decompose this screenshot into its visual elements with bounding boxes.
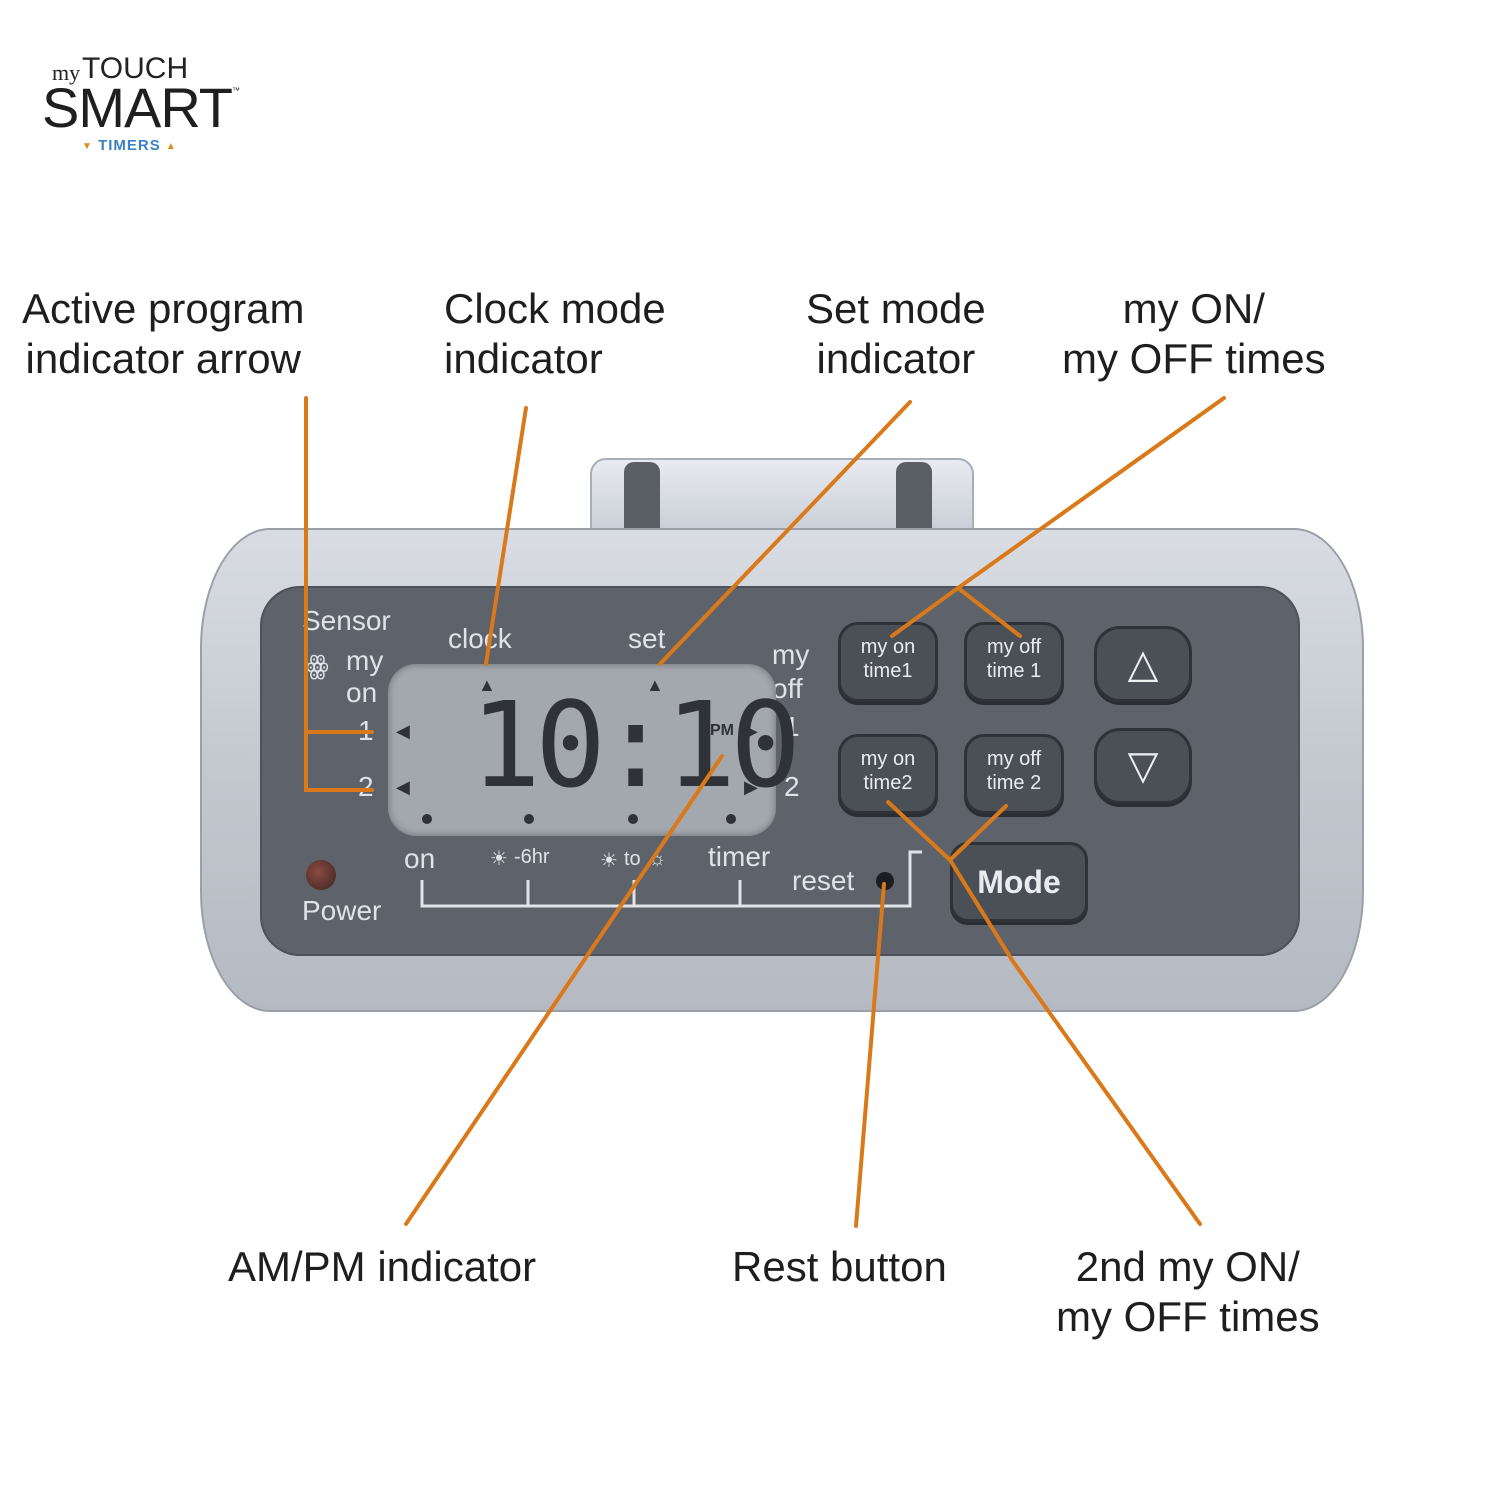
line-second-on-off <box>886 800 1202 1226</box>
mode-timer-label: timer <box>708 841 771 872</box>
hinge-right <box>896 462 932 540</box>
callout-clock-mode: Clock mode indicator <box>444 284 666 384</box>
down-button[interactable]: ▽ <box>1094 728 1192 804</box>
my-on-label-my: my <box>346 645 384 676</box>
power-label: Power <box>302 895 382 926</box>
callout-second-on-off-line2: my OFF times <box>1056 1293 1320 1340</box>
reset-label: reset <box>792 865 855 896</box>
line-my-on-off <box>890 396 1226 638</box>
lcd-dot-on <box>422 814 432 824</box>
power-led <box>306 860 336 890</box>
clock-indicator-icon: ▲ <box>478 675 496 695</box>
callout-am-pm-line1: AM/PM indicator <box>228 1243 537 1290</box>
callout-rest-button-line1: Rest button <box>732 1243 947 1290</box>
line-set-mode <box>658 400 912 666</box>
callout-my-on-off-line2: my OFF times <box>1062 335 1326 382</box>
callout-my-on-off-line1: my ON/ <box>1122 285 1265 332</box>
callout-active-program-line2: indicator arrow <box>25 335 301 382</box>
line-am-pm <box>404 754 724 1226</box>
my-on-time2-line2: time2 <box>863 772 913 794</box>
lcd-dot-6hr <box>524 814 534 824</box>
lcd-dot-dusk <box>628 814 638 824</box>
my-off-time2-button[interactable]: my off time 2 <box>964 734 1064 814</box>
sunrise-icon: ☀ <box>490 848 508 870</box>
callout-second-on-off: 2nd my ON/ my OFF times <box>1056 1242 1320 1342</box>
my-on-time1-button[interactable]: my on time1 <box>838 622 938 702</box>
callout-lines <box>304 396 1226 1228</box>
triangle-up-icon: ▲ <box>165 140 177 152</box>
left-slot-2: 2 <box>358 771 374 802</box>
callout-set-mode-line1: Set mode <box>806 285 986 332</box>
mode-button[interactable]: Mode <box>950 842 1088 922</box>
line-active-program <box>304 396 374 792</box>
mode-to-label: to <box>624 848 641 870</box>
right-slot-2: 2 <box>784 771 800 802</box>
clock-label: clock <box>448 623 512 654</box>
logo-brand-top: TOUCH <box>82 52 189 85</box>
mode-on-label: on <box>404 843 436 874</box>
callout-set-mode-line2: indicator <box>816 335 976 382</box>
logo-prefix: my <box>52 60 81 85</box>
up-button[interactable]: △ <box>1094 626 1192 702</box>
callout-clock-mode-line2: indicator <box>444 335 603 382</box>
my-off-label-off: off <box>772 673 803 704</box>
sensor-icon: ꙮ <box>306 650 329 680</box>
my-off-time1-line1: my off <box>986 636 1042 658</box>
logo-trademark: ™ <box>232 86 240 95</box>
reset-button[interactable] <box>876 872 894 890</box>
right-arrow-1-icon: ▶ <box>744 721 758 741</box>
my-off-time2-line1: my off <box>986 748 1042 770</box>
callout-active-program-line1: Active program <box>22 285 305 332</box>
triangle-down-icon: ▽ <box>1127 744 1159 788</box>
callout-my-on-off: my ON/ my OFF times <box>1062 284 1326 384</box>
logo-tagline: ▼ TIMERS ▲ <box>82 137 177 154</box>
my-off-time2-line2: time 2 <box>986 772 1042 794</box>
set-indicator-icon: ▲ <box>646 675 664 695</box>
triangle-up-icon: △ <box>1127 642 1159 686</box>
callout-am-pm: AM/PM indicator <box>228 1242 536 1292</box>
callout-clock-mode-line1: Clock mode <box>444 285 666 332</box>
lcd-meridiem: PM <box>710 722 734 739</box>
my-on-time1-line1: my on <box>860 636 916 658</box>
mode-6hr-label: -6hr <box>514 846 550 868</box>
my-off-label-my: my <box>772 639 810 670</box>
logo-tagline-text: TIMERS <box>98 137 161 154</box>
sensor-label: Sensor <box>302 605 391 636</box>
right-arrow-2-icon: ▶ <box>744 777 758 797</box>
my-on-time2-line1: my on <box>860 748 916 770</box>
logo-brand-main: SMART <box>42 76 233 139</box>
sunset-icon: ☀ <box>600 850 618 872</box>
mode-rail <box>420 850 922 908</box>
sun-icon: ☼ <box>648 848 667 870</box>
triangle-down-icon: ▼ <box>82 140 93 152</box>
right-slot-1: 1 <box>784 711 800 742</box>
left-arrow-1-icon: ◀ <box>396 721 410 741</box>
hinge-left <box>624 462 660 540</box>
lcd-time: 10:10 <box>470 676 801 814</box>
my-off-time1-line2: time 1 <box>986 660 1042 682</box>
set-label: set <box>628 623 666 654</box>
lcd-dot-timer <box>726 814 736 824</box>
callout-second-on-off-line1: 2nd my ON/ <box>1075 1243 1300 1290</box>
lcd-display <box>388 664 776 836</box>
callout-set-mode: Set mode indicator <box>806 284 986 384</box>
callout-active-program: Active program indicator arrow <box>22 284 304 384</box>
my-on-time1-line2: time1 <box>863 660 913 682</box>
my-on-label-on: on <box>346 677 378 708</box>
line-rest-button <box>854 882 886 1228</box>
callout-rest-button: Rest button <box>732 1242 947 1292</box>
line-clock-mode <box>484 406 528 666</box>
left-arrow-2-icon: ◀ <box>396 777 410 797</box>
my-off-time1-button[interactable]: my off time 1 <box>964 622 1064 702</box>
